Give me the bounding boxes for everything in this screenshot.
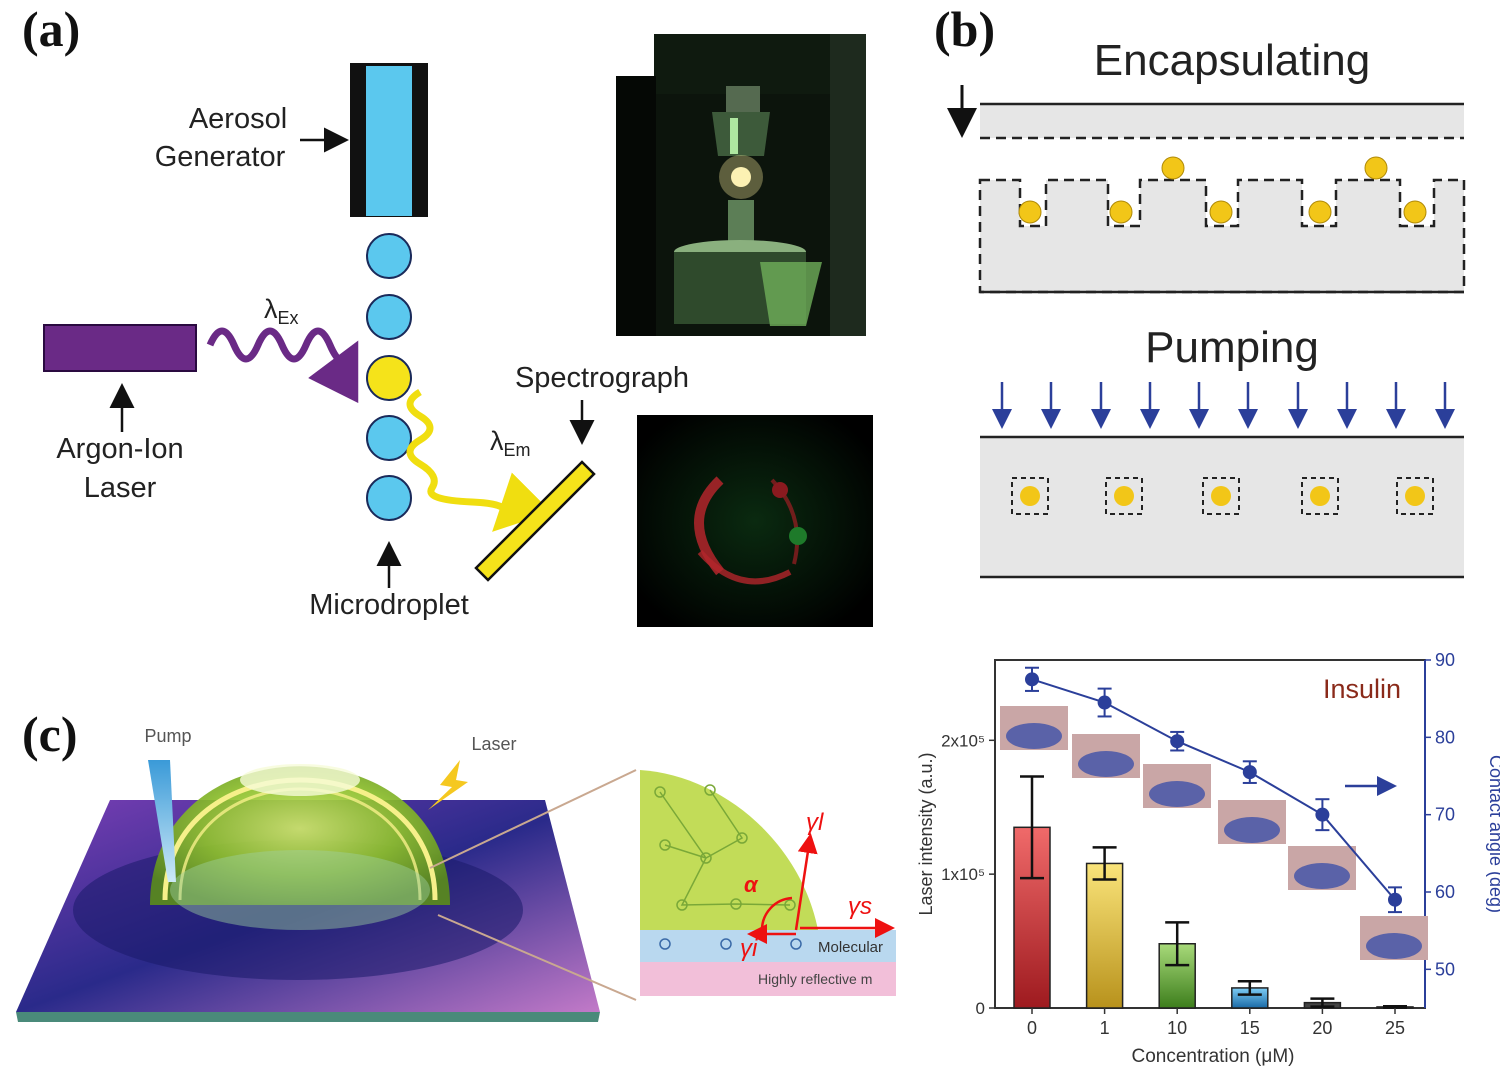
droplet xyxy=(366,475,412,521)
encapsulating-title: Encapsulating xyxy=(1094,36,1370,85)
y-tick-label: 1x10⁵ xyxy=(941,865,985,884)
x-tick-label: 0 xyxy=(1027,1018,1037,1038)
laser-label-line1: Argon-Ion xyxy=(56,433,183,465)
panel-a: Aerosol Generator Microdroplet Argon-Ion… xyxy=(43,34,873,627)
sealed-chip xyxy=(980,437,1464,577)
x-axis-label: Concentration (μM) xyxy=(1131,1046,1294,1067)
y-tick-label: 2x10⁵ xyxy=(941,731,985,750)
droplet xyxy=(366,233,412,279)
contact-angle-point xyxy=(1170,734,1185,749)
contact-angle-thumbnails xyxy=(1000,706,1428,960)
y2-tick-label: 80 xyxy=(1435,727,1455,747)
aerosol-label-line1: Aerosol xyxy=(189,103,287,135)
aerosol-generator xyxy=(350,63,428,217)
droplet-thumbnail-shape xyxy=(1006,723,1062,749)
y2-axis-label: Contact angle (deg) xyxy=(1486,755,1500,913)
droplet-thumbnail-shape xyxy=(1078,751,1134,777)
pump-label: Pump xyxy=(144,726,191,746)
droplet xyxy=(1405,486,1425,506)
argon-laser-block xyxy=(43,324,197,372)
laser-label-line2: Laser xyxy=(84,472,157,504)
droplet-thumbnail-shape xyxy=(1294,863,1350,889)
droplet xyxy=(1020,486,1040,506)
em-lambda: λEm xyxy=(490,426,531,460)
pumping-title: Pumping xyxy=(1145,323,1319,372)
laser-bolt-icon xyxy=(428,760,468,810)
x-tick-label: 10 xyxy=(1167,1018,1187,1038)
aerosol-label-line2: Generator xyxy=(155,141,286,173)
y2-tick-label: 50 xyxy=(1435,959,1455,979)
contact-angle-line xyxy=(1031,678,1396,901)
emission-wave xyxy=(406,388,552,532)
y-tick-labels: 0 1x10⁵ 2x10⁵ xyxy=(941,731,995,1018)
y-tick-label: 0 xyxy=(976,999,985,1018)
droplet xyxy=(1109,200,1133,224)
panel-b-letter: (b) xyxy=(934,1,996,57)
droplet xyxy=(1161,156,1185,180)
droplet xyxy=(1114,486,1134,506)
droplet xyxy=(366,294,412,340)
droplet-thumbnail-shape xyxy=(1149,781,1205,807)
cover-slab xyxy=(980,104,1464,138)
excitation-wave xyxy=(206,327,359,404)
bar xyxy=(1085,862,1124,1009)
microdroplet-label: Microdroplet xyxy=(309,589,469,621)
alpha-symbol: α xyxy=(744,872,759,897)
x-tick-label: 20 xyxy=(1312,1018,1332,1038)
photo-droplet-emission xyxy=(637,415,873,627)
x-tick-label: 15 xyxy=(1240,1018,1260,1038)
droplet xyxy=(1364,156,1388,180)
contact-angle-point xyxy=(1025,672,1039,687)
spectrograph-label: Spectrograph xyxy=(515,362,689,394)
panel-c-letter: (c) xyxy=(22,706,78,762)
droplet xyxy=(1018,200,1042,224)
panel-a-letter: (a) xyxy=(22,1,81,57)
y2-tick-label: 60 xyxy=(1435,882,1455,902)
y2-tick-label: 90 xyxy=(1435,650,1455,670)
well-substrate xyxy=(978,178,1466,294)
droplet xyxy=(1211,486,1231,506)
droplet-excited xyxy=(366,355,412,401)
contact-angle-point xyxy=(1388,892,1402,907)
sealed-wells xyxy=(1011,477,1434,515)
insulin-chart: 0 1 10 15 20 25 0 1x10⁵ 2x10⁵ 50 60 70 80 90 Insuli… xyxy=(916,650,1500,1067)
x-tick-labels: 0 1 10 15 20 25 xyxy=(1027,1008,1405,1038)
photo-apparatus xyxy=(616,34,866,336)
contact-angle-series xyxy=(1025,666,1402,914)
gamma-s-symbol: γs xyxy=(848,893,872,920)
chart-title: Insulin xyxy=(1323,674,1401,704)
encapsulated-droplets xyxy=(1018,156,1427,224)
ex-lambda: λEx xyxy=(264,294,299,328)
panel-c-illustration: Pump Laser α γl xyxy=(16,726,896,1022)
droplet-thumbnail-shape xyxy=(1224,817,1280,843)
x-tick-label: 25 xyxy=(1385,1018,1405,1038)
droplet xyxy=(366,415,412,461)
spectrograph-plate xyxy=(474,460,596,582)
contact-angle-point xyxy=(1242,765,1257,780)
droplet xyxy=(1209,200,1233,224)
laser-output-label: Laser xyxy=(471,734,516,754)
gamma-l-symbol: γl xyxy=(806,809,824,836)
pump-beam xyxy=(148,760,176,882)
droplet xyxy=(1310,486,1330,506)
contact-angle-point xyxy=(1097,695,1112,710)
molecular-label: Molecular xyxy=(818,939,883,956)
panel-b: Encapsulating Pumping xyxy=(947,36,1466,579)
y2-tick-label: 70 xyxy=(1435,805,1455,825)
pump-arrows xyxy=(992,382,1455,429)
bar-series xyxy=(1013,775,1414,1009)
x-tick-label: 1 xyxy=(1100,1018,1110,1038)
y-axis-label: Laser intensity (a.u.) xyxy=(916,752,936,915)
gamma-i-symbol: γi xyxy=(740,935,758,962)
droplet xyxy=(1403,200,1427,224)
contact-angle-inset: α γl γs γi Molecular Highly reflective m xyxy=(640,770,896,996)
reflective-label: Highly reflective m xyxy=(758,971,872,987)
droplet-thumbnail-shape xyxy=(1366,933,1422,959)
contact-angle-point xyxy=(1315,807,1330,822)
y2-tick-labels: 50 60 70 80 90 xyxy=(1425,650,1455,979)
droplet xyxy=(1308,200,1332,224)
droplet-column xyxy=(366,233,412,521)
